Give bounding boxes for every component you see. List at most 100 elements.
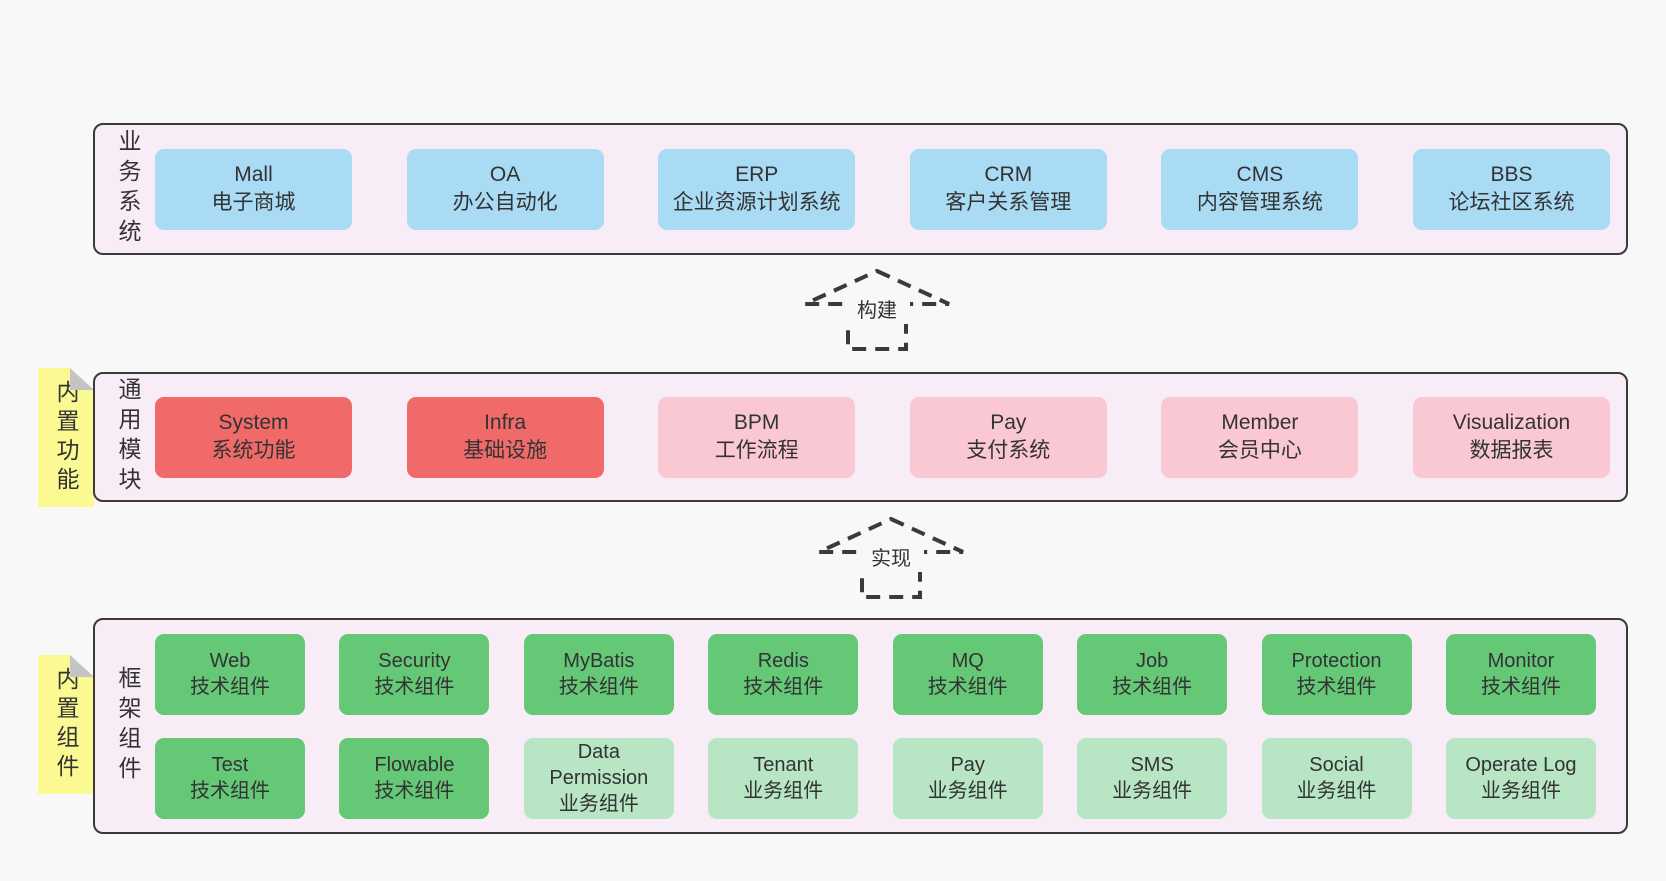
section-side-label: 业务系统: [115, 129, 141, 249]
section-side-label: 通用模块: [115, 377, 141, 497]
component-box: MQ 技术组件: [892, 633, 1043, 715]
box-subtitle: 技术组件: [1296, 676, 1377, 698]
box-title: CRM: [984, 163, 1033, 186]
box-title: Visualization: [1452, 411, 1571, 434]
box-subtitle: 工作流程: [714, 439, 799, 462]
arrow-outline: [804, 268, 950, 351]
component-box: Web 技术组件: [155, 633, 305, 715]
box-title: Data Permission: [549, 741, 649, 789]
box-title: Mall: [234, 163, 273, 186]
folded-corner-icon: [70, 368, 94, 390]
sticky-note-builtin-components: 内置组件: [38, 655, 94, 794]
box-subtitle: 数据报表: [1469, 439, 1554, 462]
box-title: Protection: [1291, 650, 1382, 672]
box-subtitle: 业务组件: [558, 793, 639, 815]
box-subtitle: 会员中心: [1217, 439, 1302, 462]
box-title: Pay: [950, 754, 985, 776]
arrow-outline: [818, 516, 964, 599]
box-subtitle: 企业资源计划系统: [672, 191, 841, 214]
component-box: MyBatis 技术组件: [523, 633, 674, 715]
box-title: Monitor: [1487, 650, 1555, 672]
box-subtitle: 基础设施: [463, 439, 548, 462]
box-title: Security: [378, 650, 451, 672]
box-subtitle: 技术组件: [1480, 676, 1561, 698]
box-subtitle: 办公自动化: [452, 191, 558, 214]
component-box: Operate Log 业务组件: [1445, 737, 1596, 819]
component-box: Protection 技术组件: [1261, 633, 1412, 715]
box-subtitle: 业务组件: [1112, 780, 1193, 802]
box-title: Operate Log: [1465, 754, 1577, 776]
component-box: Tenant 业务组件: [708, 737, 859, 819]
box-title: CMS: [1236, 163, 1284, 186]
component-box: Test 技术组件: [155, 737, 305, 819]
box-subtitle: 电子商城: [211, 191, 296, 214]
arrow-label-background: [844, 296, 910, 324]
component-box: Redis 技术组件: [708, 633, 859, 715]
component-box: Data Permission 业务组件: [523, 737, 674, 819]
box-subtitle: 技术组件: [927, 676, 1008, 698]
arrow-label-background: [858, 544, 924, 572]
box-title: Flowable: [374, 754, 455, 776]
box-subtitle: 论坛社区系统: [1448, 191, 1575, 214]
component-box: Flowable 技术组件: [339, 737, 490, 819]
box-subtitle: 业务组件: [1480, 780, 1561, 802]
component-box: Infra 基础设施: [406, 396, 604, 478]
component-box: Visualization 数据报表: [1412, 396, 1610, 478]
box-subtitle: 技术组件: [743, 676, 824, 698]
component-box: CRM 客户关系管理: [909, 148, 1107, 230]
box-title: Tenant: [753, 754, 814, 776]
arrow-label: 构建: [857, 299, 897, 322]
box-title: Job: [1135, 650, 1169, 672]
box-subtitle: 业务组件: [743, 780, 824, 802]
box-title: MQ: [951, 650, 984, 672]
component-box: Pay 业务组件: [892, 737, 1043, 819]
box-title: Redis: [757, 650, 809, 672]
box-title: Pay: [990, 411, 1027, 434]
box-title: BBS: [1490, 163, 1533, 186]
component-box: Monitor 技术组件: [1445, 633, 1596, 715]
box-title: Social: [1309, 754, 1364, 776]
sticky-note-builtin-features: 内置功能: [38, 368, 94, 507]
component-box: CMS 内容管理系统: [1161, 148, 1359, 230]
box-title: System: [218, 411, 289, 434]
component-box: BBS 论坛社区系统: [1412, 148, 1610, 230]
box-title: ERP: [735, 163, 779, 186]
box-subtitle: 业务组件: [927, 780, 1008, 802]
box-subtitle: 技术组件: [374, 780, 455, 802]
box-subtitle: 技术组件: [374, 676, 455, 698]
component-box: Pay 支付系统: [909, 396, 1107, 478]
arrow-label: 实现: [871, 547, 911, 570]
box-subtitle: 技术组件: [190, 780, 270, 802]
box-subtitle: 技术组件: [558, 676, 639, 698]
section-side-label: 框架组件: [115, 666, 141, 786]
box-subtitle: 支付系统: [966, 439, 1051, 462]
box-subtitle: 系统功能: [211, 439, 296, 462]
component-box: System 系统功能: [155, 396, 352, 478]
box-title: Web: [209, 650, 251, 672]
component-box: Security 技术组件: [339, 633, 490, 715]
box-title: Infra: [484, 411, 527, 434]
box-subtitle: 内容管理系统: [1196, 191, 1323, 214]
box-subtitle: 技术组件: [190, 676, 270, 698]
box-title: MyBatis: [563, 650, 635, 672]
component-box: Member 会员中心: [1161, 396, 1359, 478]
box-title: Member: [1221, 411, 1299, 434]
box-subtitle: 客户关系管理: [945, 191, 1072, 214]
box-title: SMS: [1130, 754, 1174, 776]
box-title: Test: [211, 754, 249, 776]
component-box: ERP 企业资源计划系统: [658, 148, 856, 230]
component-box: SMS 业务组件: [1077, 737, 1228, 819]
